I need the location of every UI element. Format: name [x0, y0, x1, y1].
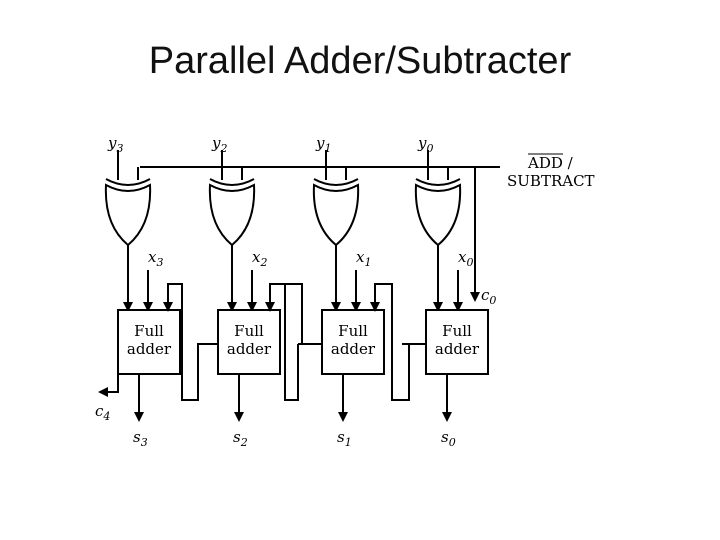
input-y-label: y1: [315, 134, 331, 155]
control-label-subtract: SUBTRACT: [507, 172, 595, 190]
full-adder-label-line1: Full: [134, 322, 164, 340]
xor-output-label: x0: [458, 248, 473, 269]
control-label-add: ADD /: [527, 154, 574, 172]
xor-output-label: x2: [252, 248, 267, 269]
full-adder-box: [425, 309, 489, 375]
carry-out-label: c4: [95, 402, 110, 423]
full-adder-box: [117, 309, 181, 375]
xor-gate: [312, 183, 360, 247]
full-adder-label-line2: adder: [127, 340, 172, 358]
xor-gate: [104, 183, 152, 247]
xor-gate-extra-arc: [209, 178, 255, 186]
carry-wire-2-3: [163, 283, 218, 401]
xor-output-label: x1: [356, 248, 371, 269]
sum-output-label: s2: [233, 428, 248, 449]
carry-wire-1-2: [265, 283, 303, 345]
carry-in-label: c0: [481, 286, 496, 307]
full-adder-label-line2: adder: [227, 340, 272, 358]
full-adder-label-line1: Full: [234, 322, 264, 340]
carry-wire-fix2: [284, 284, 299, 401]
xor-output-label: x3: [148, 248, 163, 269]
input-y-label: y0: [417, 134, 433, 155]
full-adder-box: [321, 309, 385, 375]
carry-out-wire: [98, 362, 119, 397]
xor-gate-extra-arc: [313, 178, 359, 186]
sum-output-label: s3: [133, 428, 148, 449]
full-adder-label-line1: Full: [338, 322, 368, 340]
sum-output-label: s1: [337, 428, 352, 449]
full-adder-label-line2: adder: [331, 340, 376, 358]
xor-gate: [208, 183, 256, 247]
full-adder-label-line2: adder: [435, 340, 480, 358]
input-y-label: y3: [107, 134, 123, 155]
sum-output-label: s0: [441, 428, 456, 449]
input-y-label: y2: [211, 134, 227, 155]
xor-gate-extra-arc: [105, 178, 151, 186]
full-adder-box: [217, 309, 281, 375]
xor-gate: [414, 183, 462, 247]
xor-gate-extra-arc: [415, 178, 461, 186]
full-adder-label-line1: Full: [442, 322, 472, 340]
slide-title: Parallel Adder/Subtracter: [148, 40, 572, 82]
